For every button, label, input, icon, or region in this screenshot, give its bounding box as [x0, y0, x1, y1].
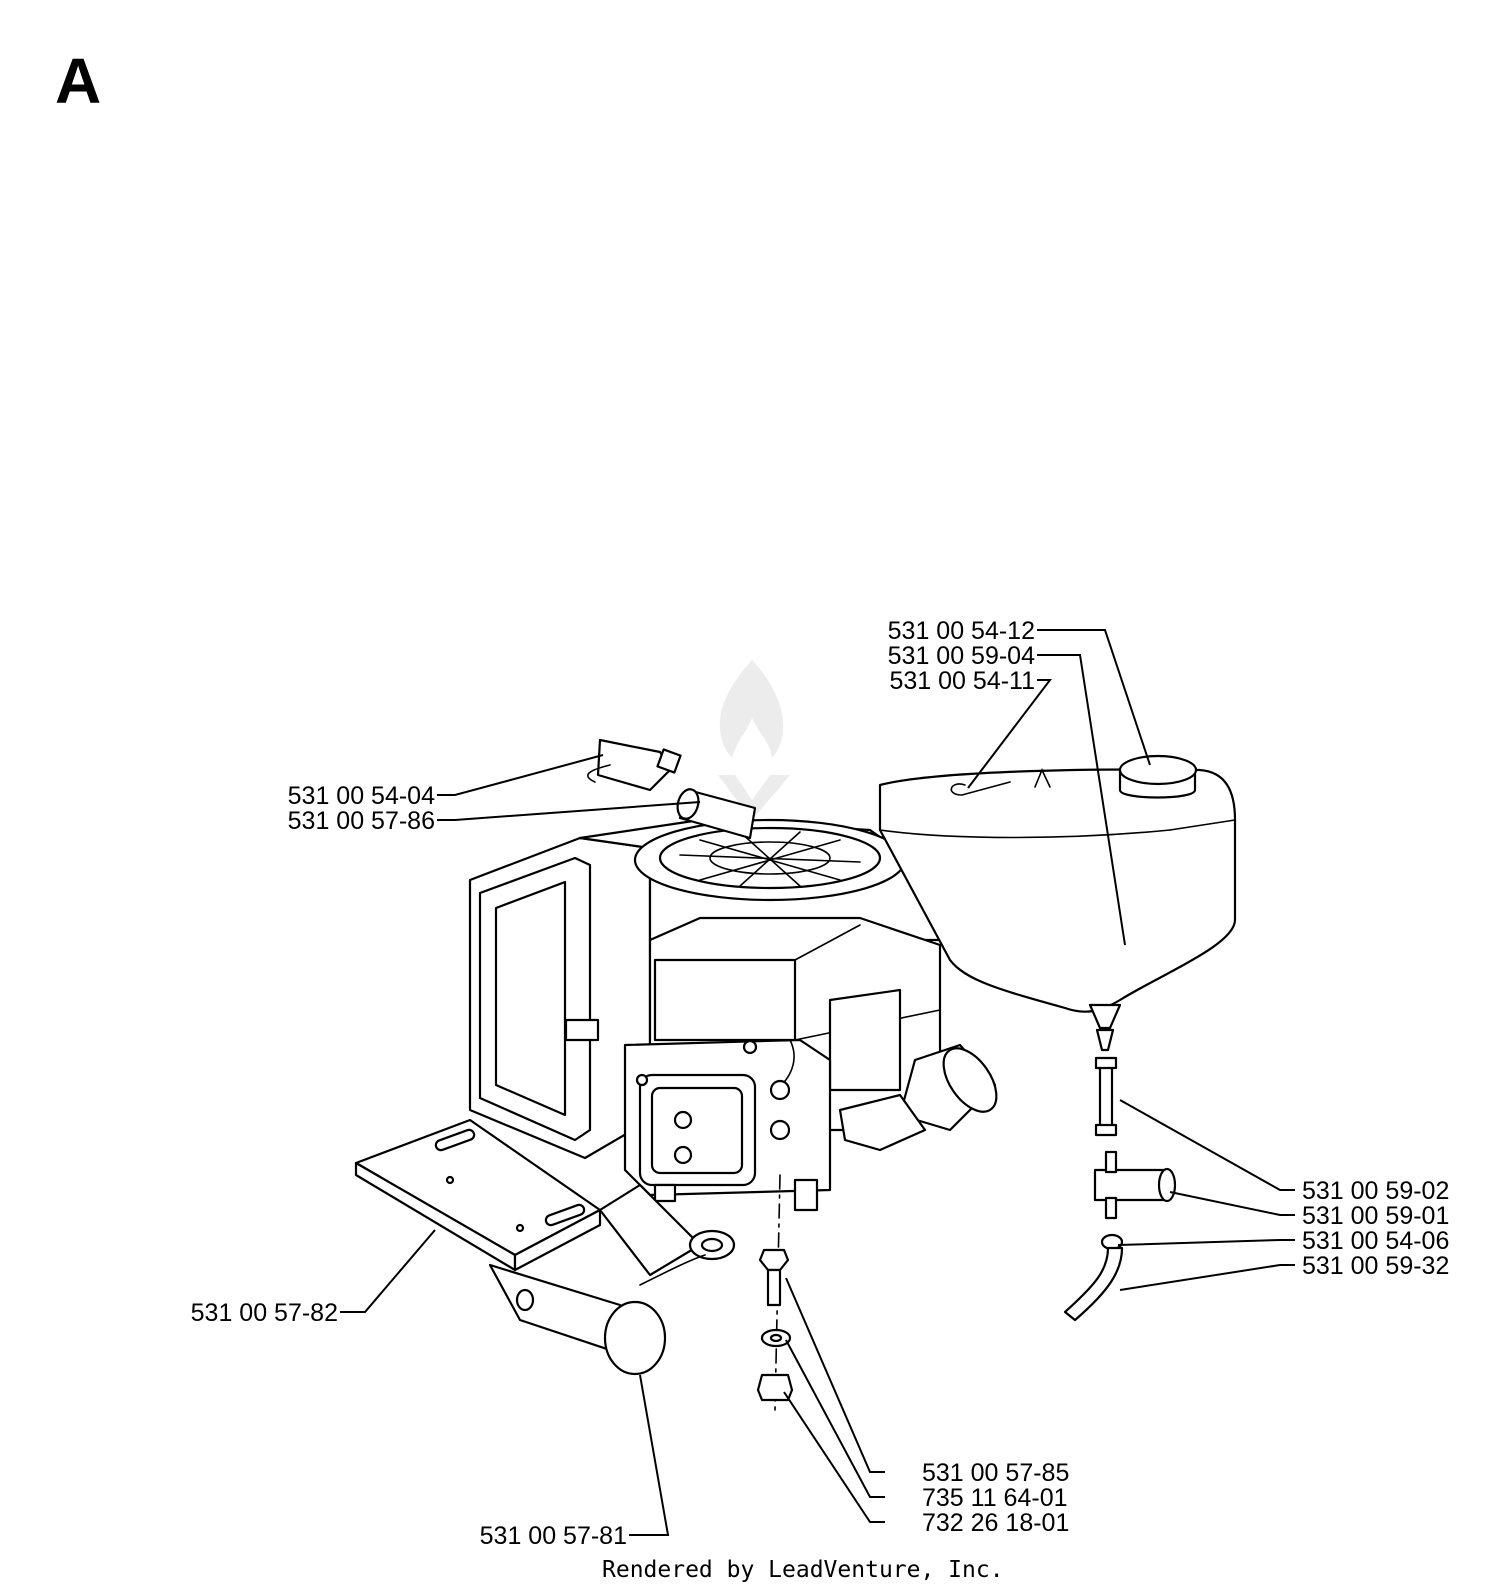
section-label: A — [55, 45, 101, 117]
label-muffler: 531 00 57-81 — [480, 1522, 627, 1550]
muffler-part — [488, 1183, 736, 1376]
label-clip: 531 00 54-11 — [890, 667, 1036, 695]
fastener-parts — [756, 1174, 794, 1411]
render-credit: Rendered by LeadVenture, Inc. — [602, 1557, 1004, 1583]
leader-lines — [340, 629, 1295, 1536]
label-fuel-tank: 531 00 59-04 — [888, 642, 1035, 670]
label-oil-pressure-switch: 531 00 54-04 — [288, 782, 435, 810]
clip-part — [950, 768, 1051, 796]
fuel-tank-part — [878, 768, 1237, 1052]
label-hose-clamp: 531 00 54-06 — [1302, 1227, 1449, 1255]
label-heat-shield: 531 00 57-82 — [191, 1299, 338, 1327]
heat-shield-part — [354, 1118, 602, 1272]
fuel-line-parts — [1063, 1056, 1177, 1322]
label-washer: 735 11 64-01 — [922, 1484, 1068, 1512]
engine-illustration — [468, 818, 998, 1212]
label-adapter: 531 00 57-86 — [288, 807, 435, 835]
fuel-cap-part — [1118, 754, 1198, 799]
oil-pressure-switch-part — [587, 738, 682, 792]
label-fuel-cap: 531 00 54-12 — [888, 617, 1035, 645]
leadventure-watermark — [718, 660, 790, 820]
part-labels: 531 00 54-12 531 00 59-04 531 00 54-11 5… — [191, 617, 1450, 1550]
label-fuel-hose: 531 00 59-32 — [1302, 1252, 1449, 1280]
label-fuel-valve: 531 00 59-01 — [1302, 1202, 1449, 1230]
label-screw: 531 00 57-85 — [922, 1459, 1069, 1487]
label-fuel-hose-short: 531 00 59-02 — [1302, 1177, 1449, 1205]
label-nut: 732 26 18-01 — [922, 1509, 1069, 1537]
